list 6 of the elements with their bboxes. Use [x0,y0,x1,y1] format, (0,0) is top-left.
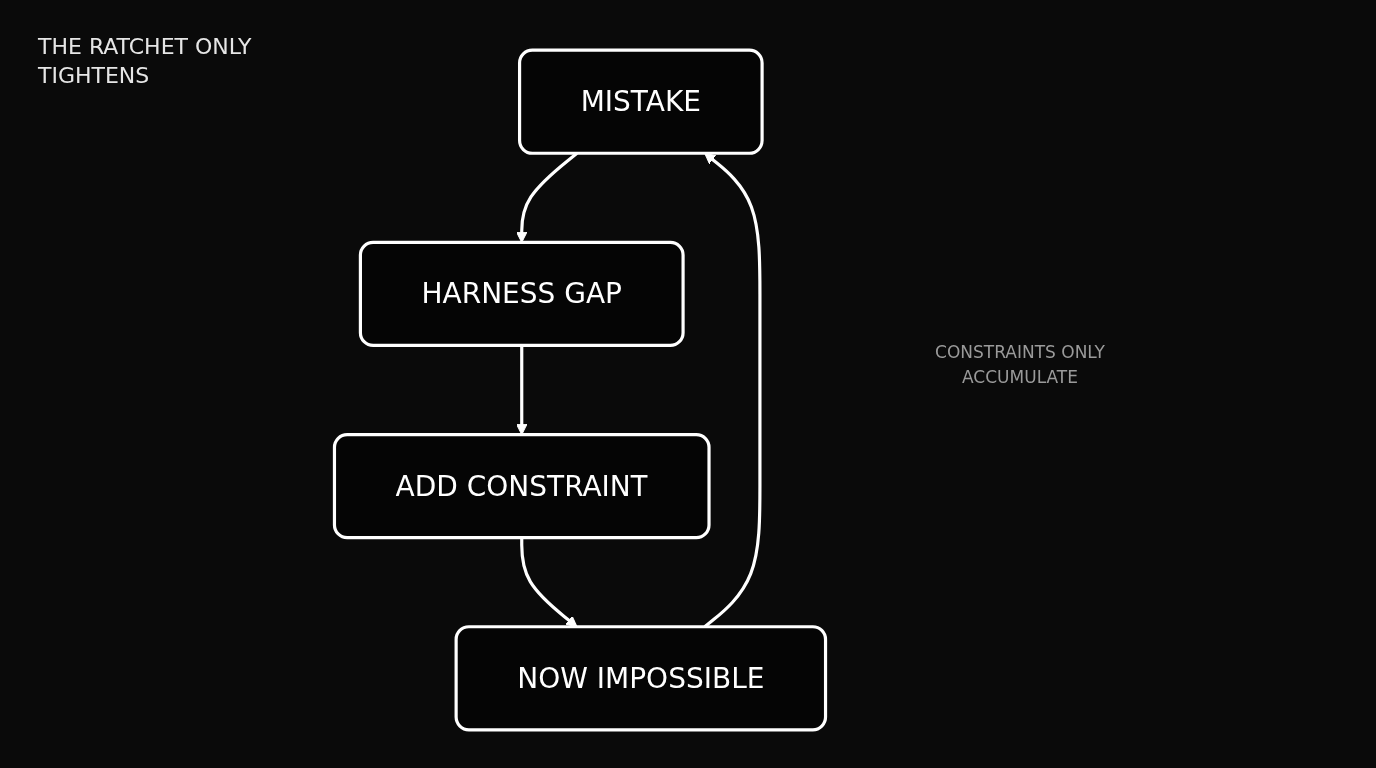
node-box: MISTAKE [518,48,764,155]
center-note: CONSTRAINTS ONLY ACCUMULATE [934,341,1106,389]
node-box: HARNESS GAP [358,240,685,348]
node-box: ADD CONSTRAINT [332,432,711,540]
node-box: NOW IMPOSSIBLE [454,625,828,732]
diagram-title: THE RATCHET ONLY TIGHTENS [38,33,253,90]
